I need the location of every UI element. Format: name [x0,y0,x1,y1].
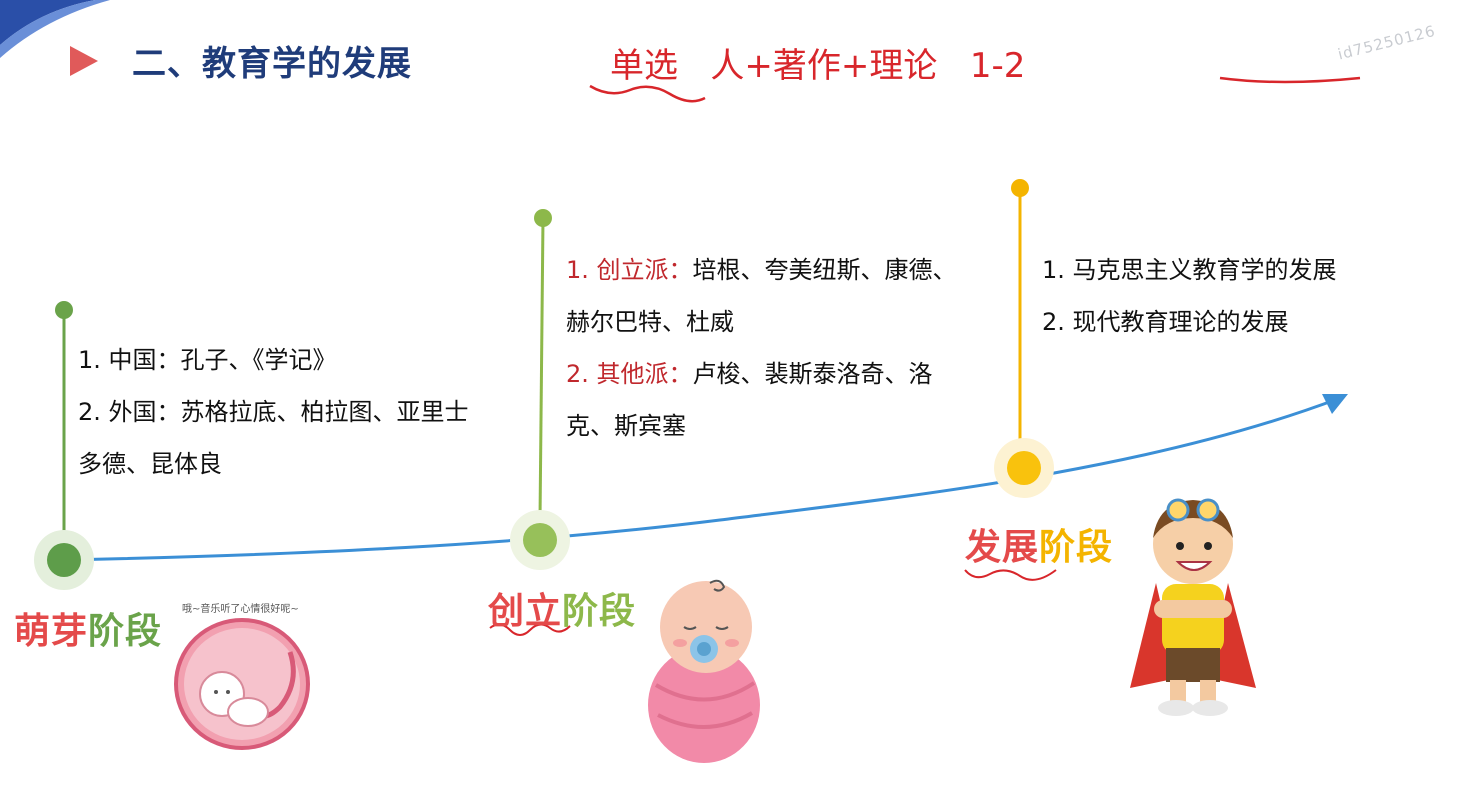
stage-label-sprout-part2: 阶段 [88,611,163,652]
establish-item-2-line2: 克、斯宾塞 [566,412,686,440]
triangle-play-icon [70,45,98,76]
stage-label-establish-part1: 创立 [488,591,563,632]
establish-item-2-prefix: 2. 其他派： [566,360,693,388]
sprout-line-3: 多德、昆体良 [78,450,222,478]
stage-develop-content: 1. 马克思主义教育学的发展 2. 现代教育理论的发展 [1042,244,1337,348]
timeline-curve [63,396,1341,562]
superhero-boy-illustration [1130,498,1256,716]
page-title: 二、教育学的发展 [132,44,412,84]
fetus-illustration [174,618,310,750]
title-bar: 二、教育学的发展 [70,36,412,85]
establish-item-2-line1: 卢梭、裴斯泰洛奇、洛 [692,360,933,388]
swaddled-baby-illustration [636,565,776,765]
establish-item-1-line2: 赫尔巴特、杜威 [566,308,734,336]
handwriting-underline [589,76,1361,103]
establish-item-1: 1. 创立派：培根、夸美纽斯、康德、 [566,244,957,296]
establish-item-1-line1: 培根、夸美纽斯、康德、 [692,256,957,284]
stage-label-develop: 发展阶段 [965,518,1113,570]
stage-establish-content: 1. 创立派：培根、夸美纽斯、康德、 赫尔巴特、杜威 2. 其他派：卢梭、裴斯泰… [566,244,957,452]
stage-sprout-content: 1. 中国：孔子、《学记》 2. 外国：苏格拉底、柏拉图、亚里士 多德、昆体良 [78,334,469,490]
establish-item-1-prefix: 1. 创立派： [566,256,693,284]
stage-label-establish-part2: 阶段 [562,591,637,632]
fetus-caption: 哦~音乐听了心情很好呢~ [182,604,299,615]
develop-line-2: 2. 现代教育理论的发展 [1042,308,1289,336]
develop-line-1: 1. 马克思主义教育学的发展 [1042,256,1337,284]
sprout-line-2: 2. 外国：苏格拉底、柏拉图、亚里士 [78,398,469,426]
stage-label-develop-part1: 发展 [965,527,1040,568]
corner-decoration [0,0,110,58]
sprout-line-1: 1. 中国：孔子、《学记》 [78,346,337,374]
timeline-arrowhead [1322,394,1348,414]
handwritten-annotation: 单选 人+著作+理论 1-2 [610,46,1026,86]
establish-item-2: 2. 其他派：卢梭、裴斯泰洛奇、洛 [566,348,957,400]
stage-label-establish: 创立阶段 [488,582,636,634]
stage-label-sprout: 萌芽阶段 [14,602,162,654]
stage-label-sprout-part1: 萌芽 [14,611,89,652]
stage-label-develop-part2: 阶段 [1039,527,1114,568]
